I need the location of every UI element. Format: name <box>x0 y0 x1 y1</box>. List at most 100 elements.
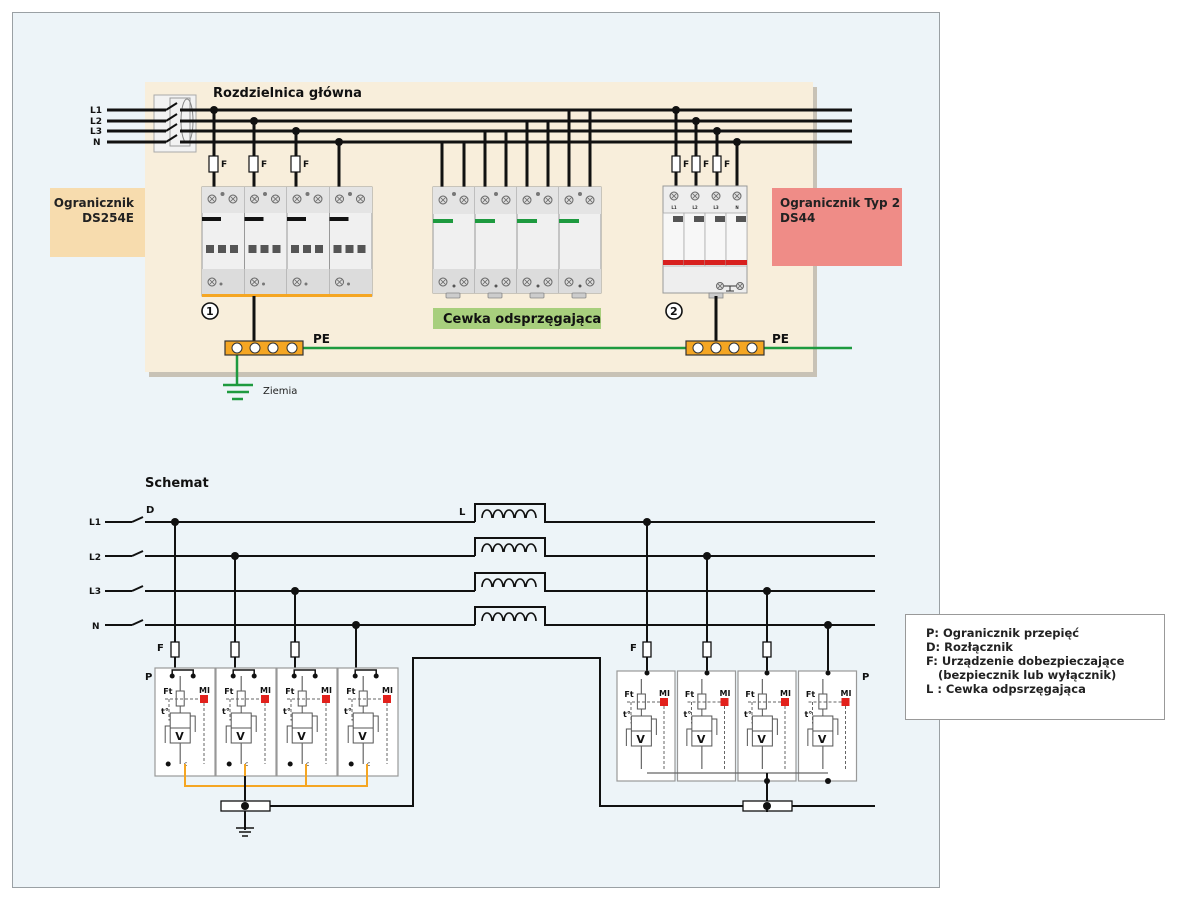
fuse-symbol <box>290 641 300 658</box>
fuse-symbol <box>642 641 652 658</box>
earth-label: Ziemia <box>263 386 297 397</box>
switch-label-d: D <box>146 505 154 516</box>
mi-label: MI <box>841 689 852 698</box>
varistor-label: V <box>636 733 645 746</box>
board-title: Rozdzielnica główna <box>213 86 362 101</box>
ds44-label: Ogranicznik Typ 2 DS44 <box>780 196 900 226</box>
fuse-label: F <box>703 160 709 170</box>
temp-label: t° <box>161 707 169 716</box>
coil-module <box>558 186 602 299</box>
varistor-label: V <box>236 730 245 743</box>
pe-label-right: PE <box>772 332 789 346</box>
spd-label-right: P <box>862 672 869 683</box>
coil-label-box <box>433 308 601 329</box>
sch-label-l2: L2 <box>89 553 101 563</box>
junction-dot <box>352 673 358 679</box>
coil-label-l: L <box>459 507 466 518</box>
varistor-label: V <box>358 730 367 743</box>
junction-dot <box>287 761 293 767</box>
schematic-lines <box>105 503 875 626</box>
inductor-coil-icon <box>481 543 537 553</box>
varistor-label: V <box>175 730 184 743</box>
ds44-pole-label: L1 <box>671 205 677 210</box>
ds44-label-line1: Ogranicznik Typ 2 <box>780 196 901 210</box>
ds254e-label-box <box>50 188 142 257</box>
ds44-pole-label: L2 <box>692 205 698 210</box>
fuse-label: F <box>221 160 227 170</box>
ds254e-label-line2: DS254E <box>82 211 134 225</box>
ds44-label-box <box>772 188 902 266</box>
fuse-label: F <box>683 160 689 170</box>
ft-label: Ft <box>745 690 754 699</box>
sch-label-n: N <box>92 622 100 632</box>
temp-label: t° <box>744 710 752 719</box>
coil-module <box>516 186 560 299</box>
status-indicator <box>433 219 453 223</box>
inductor-coil-icon <box>481 509 537 519</box>
ft-label: Ft <box>346 687 355 696</box>
legend-item-d: D: Rozłącznik <box>926 640 1013 654</box>
mi-label: MI <box>659 689 670 698</box>
ds44-pole: L1 <box>662 191 685 267</box>
top-label-n: N <box>93 138 101 148</box>
ft-label: Ft <box>806 690 815 699</box>
ds44-pole-label: N <box>735 205 738 210</box>
junction-dot <box>230 673 236 679</box>
junction-dot <box>231 552 239 560</box>
status-indicator <box>244 217 264 221</box>
line-segment <box>474 572 875 592</box>
junction-dot <box>291 587 299 595</box>
disconnector-switch <box>131 550 144 557</box>
ft-label: Ft <box>685 690 694 699</box>
mi-label: MI <box>321 686 332 695</box>
legend-box: P: Ogranicznik przepięć D: Rozłącznik F:… <box>905 614 1165 720</box>
junction-dot <box>312 673 318 679</box>
mi-indicator <box>720 698 729 706</box>
status-indicator <box>705 260 726 265</box>
junction-dot <box>373 673 379 679</box>
mi-indicator <box>781 698 789 706</box>
mi-label: MI <box>382 686 393 695</box>
fuse-label-sch-left: F <box>157 643 164 654</box>
junction-dot <box>704 670 710 676</box>
inductor-coil-icon <box>481 612 537 622</box>
ft-label: Ft <box>224 687 233 696</box>
fuse-symbol <box>762 641 772 658</box>
line-segment <box>474 606 875 626</box>
status-indicator <box>517 219 537 223</box>
ds44-pole-label: L3 <box>713 205 719 210</box>
varistor-label: V <box>757 733 766 746</box>
ds44-pole: N <box>725 191 748 267</box>
ds254e-module <box>244 186 288 297</box>
top-left-fuses <box>208 155 301 173</box>
ft-label: Ft <box>624 690 633 699</box>
mi-indicator <box>841 698 850 706</box>
junction-dot <box>824 621 832 629</box>
fuse-symbol <box>170 641 180 658</box>
ds254e-module <box>201 186 245 297</box>
status-indicator <box>202 217 221 221</box>
line-segment <box>474 503 875 523</box>
coil-module <box>474 186 518 299</box>
schematic-title: Schemat <box>145 476 209 491</box>
status-indicator <box>559 219 579 223</box>
legend-item-l: L : Cewka odpsrzęgająca <box>926 682 1086 696</box>
coil-wires <box>180 110 852 188</box>
status-indicator <box>663 260 684 265</box>
inductor-coil-icon <box>481 578 537 588</box>
junction-dot <box>763 587 771 595</box>
junction-dot <box>643 518 651 526</box>
coil-label: Cewka odsprzęgająca <box>443 312 601 327</box>
junction-dot <box>226 761 232 767</box>
fuse-symbol <box>702 641 712 658</box>
ds254e-module <box>286 186 330 297</box>
legend-item-f-detail: (bezpiecznik lub wyłącznik) <box>926 668 1117 682</box>
junction-dot <box>291 673 297 679</box>
